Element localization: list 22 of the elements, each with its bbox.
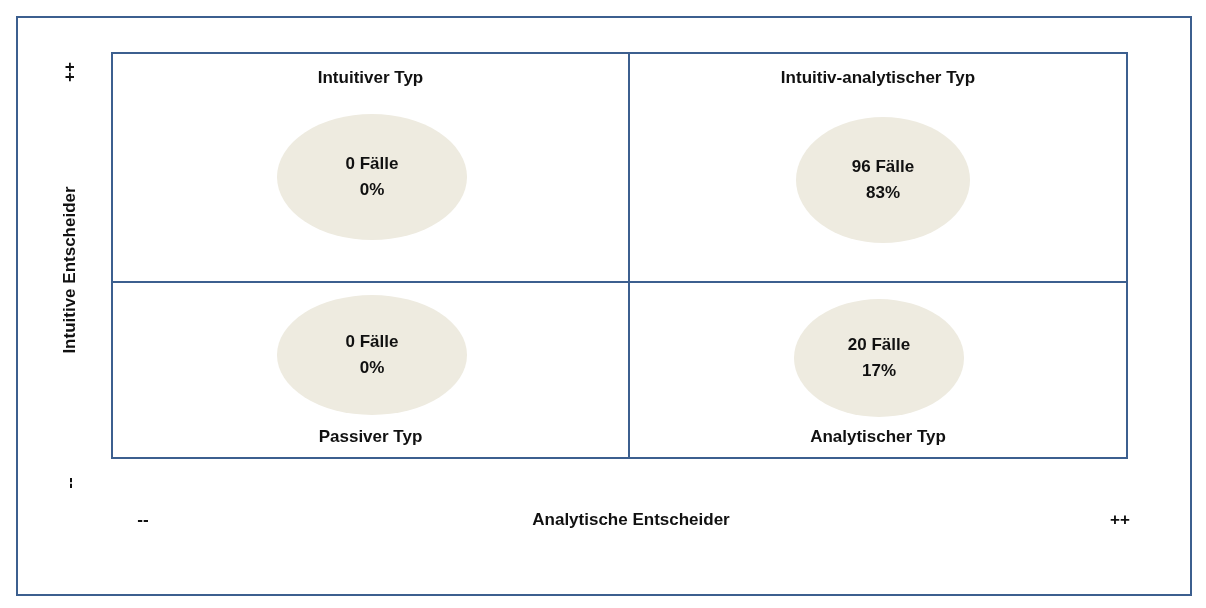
- quadrant-heading: Intuitiver Typ: [317, 68, 424, 88]
- quadrant-heading: Passiver Typ: [318, 427, 423, 447]
- case-count-text: 0 Fälle: [345, 331, 399, 353]
- quadrant-heading: Intuitiv-analytischer Typ: [780, 68, 976, 88]
- case-count-text: 20 Fälle: [847, 334, 911, 356]
- quadrant-heading: Analytischer Typ: [810, 427, 946, 447]
- axis-end-label: ++: [1110, 510, 1130, 530]
- axis-end-label: --: [137, 510, 149, 530]
- case-count-text: 0 Fälle: [345, 153, 399, 175]
- quadrant-box: [628, 52, 1128, 283]
- axis-title: Intuitive Entscheider: [60, 186, 80, 354]
- case-count-text: 83%: [866, 182, 900, 204]
- quadrant-box: [111, 281, 630, 459]
- axis-end-label: ++: [60, 62, 80, 82]
- case-count-text: 17%: [862, 360, 896, 382]
- case-count-text: 0%: [359, 179, 385, 201]
- case-count-text: 96 Fälle: [851, 156, 915, 178]
- quadrant-box: [628, 281, 1128, 459]
- axis-end-label: --: [60, 477, 80, 489]
- case-count-text: 0%: [359, 357, 385, 379]
- quadrant-box: [111, 52, 630, 283]
- axis-title: Analytische Entscheider: [532, 510, 730, 530]
